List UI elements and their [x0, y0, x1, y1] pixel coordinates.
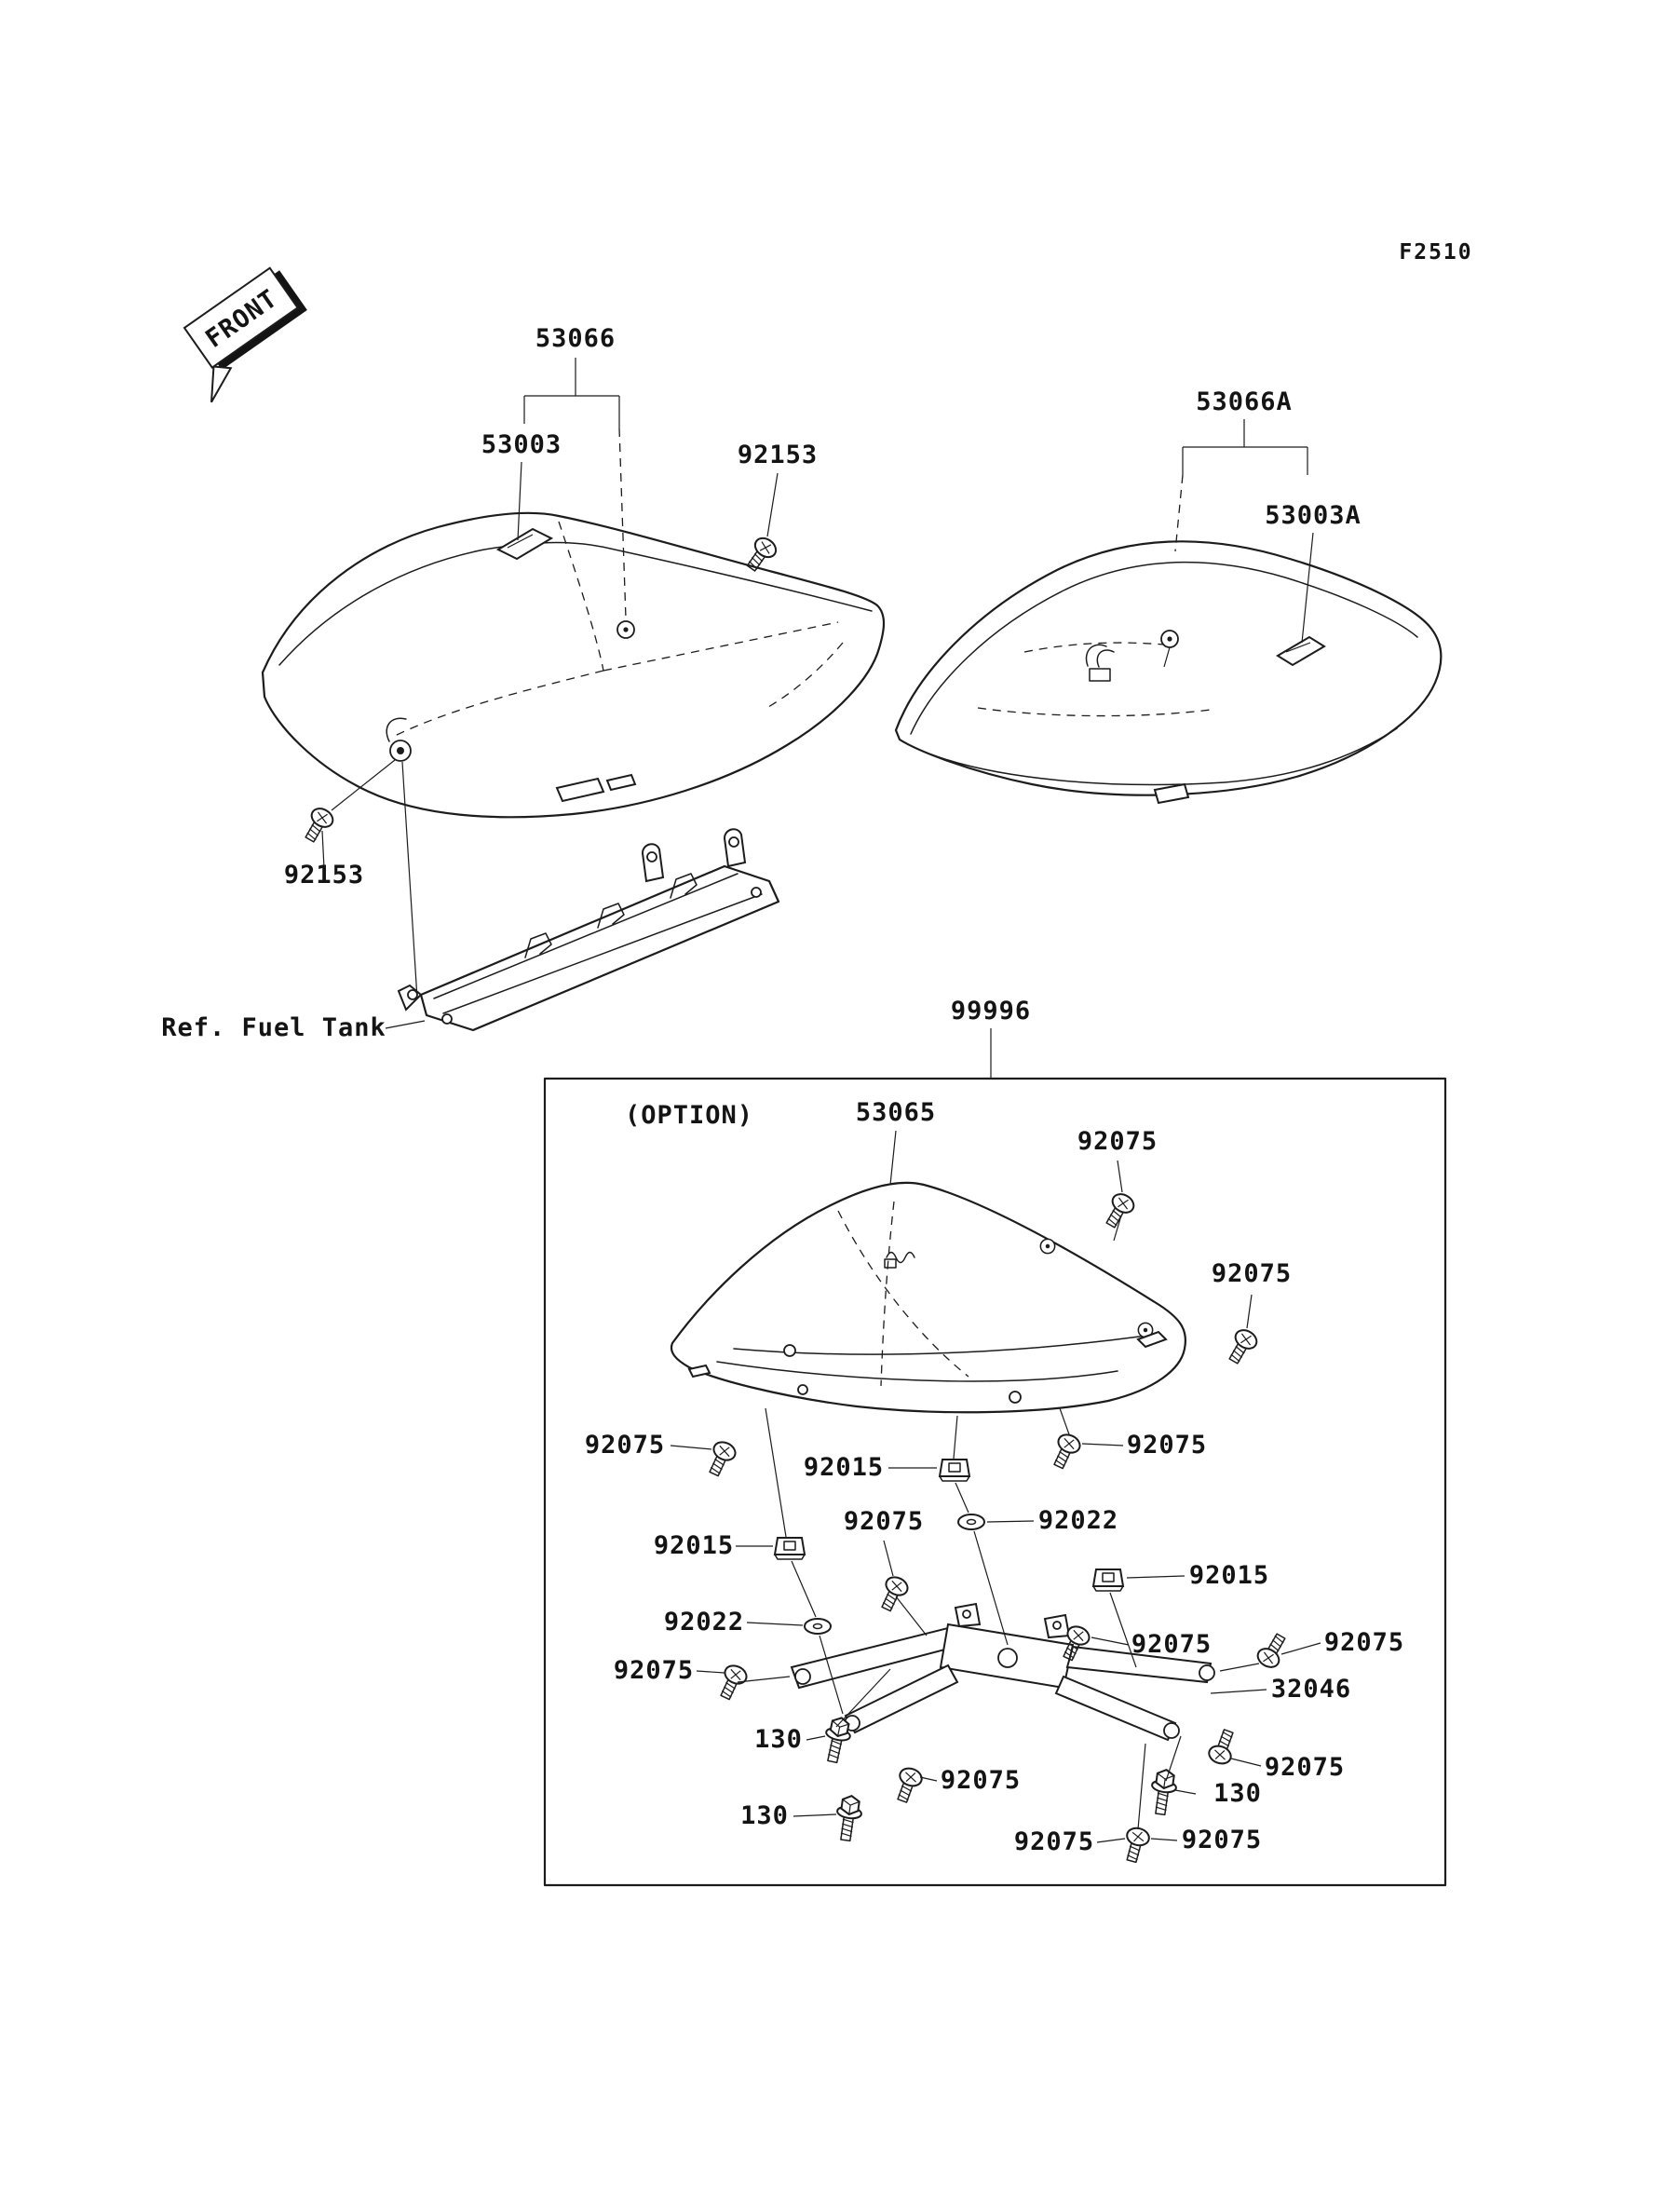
part-label-92022-2: 92022 — [664, 1608, 744, 1636]
part-label-92075-9: 92075 — [941, 1766, 1021, 1795]
part-label-130-1: 130 — [754, 1725, 803, 1754]
part-label-92075-12: 92075 — [1182, 1826, 1262, 1854]
screw-icon — [890, 1764, 926, 1806]
part-label-92015-1: 92015 — [804, 1453, 884, 1482]
option-group-box — [543, 1077, 1447, 1887]
part-label-92075-10: 92075 — [1265, 1753, 1345, 1782]
part-label-53066a: 53066A — [1196, 387, 1293, 416]
front-arrow-icon — [210, 365, 233, 403]
part-label-92075-2: 92075 — [1212, 1259, 1292, 1288]
part-label-92075-3: 92075 — [585, 1431, 665, 1460]
part-label-92075-1: 92075 — [1077, 1127, 1158, 1156]
part-label-92153-1: 92153 — [738, 441, 818, 469]
seat-hook-detail — [1276, 635, 1326, 667]
part-label-92075-6: 92075 — [1131, 1630, 1212, 1659]
seat-hook-detail — [495, 527, 554, 561]
option-label: (OPTION) — [625, 1101, 753, 1130]
option-seat-drawing — [670, 1181, 1186, 1414]
part-label-53003a: 53003A — [1265, 501, 1362, 530]
grommet-icon — [1160, 630, 1179, 648]
washer-icon — [804, 1618, 832, 1635]
screw-icon — [1223, 1325, 1261, 1368]
bolt-icon — [1146, 1767, 1180, 1817]
front-badge-box — [183, 266, 299, 369]
rack-bracket-drawing — [790, 1602, 1215, 1742]
grommet-icon — [616, 620, 635, 639]
figure-code: F2510 — [1399, 240, 1472, 265]
part-label-92015-2: 92015 — [654, 1531, 734, 1560]
bolt-icon — [832, 1793, 865, 1843]
part-label-92075-4: 92075 — [1127, 1431, 1207, 1460]
ref-fuel-tank-label: Ref. Fuel Tank — [161, 1013, 386, 1042]
part-label-92075-11: 92075 — [1014, 1827, 1094, 1856]
part-label-92022-1: 92022 — [1038, 1506, 1118, 1535]
part-labels: 53066 53003 92153 53066A 53003A 92153 Re… — [161, 324, 1404, 1856]
part-label-53065: 53065 — [856, 1098, 936, 1127]
part-label-32046: 32046 — [1271, 1675, 1351, 1704]
screw-icon — [1119, 1825, 1152, 1866]
front-direction-badge: FRONT — [183, 266, 307, 403]
bolt-icon — [820, 1714, 855, 1766]
part-label-92153-2: 92153 — [284, 861, 364, 890]
clip-icon — [1092, 1569, 1124, 1592]
part-label-92015-3: 92015 — [1189, 1561, 1269, 1590]
grommet-icon — [1039, 1238, 1056, 1255]
clip-icon — [774, 1537, 806, 1560]
part-label-130-2: 130 — [1213, 1779, 1262, 1808]
leader-lines — [321, 358, 1321, 1843]
seat-cowl-drawing — [894, 540, 1443, 805]
washer-icon — [957, 1514, 985, 1530]
screw-icon — [1205, 1726, 1240, 1768]
clip-icon — [939, 1459, 970, 1482]
dual-seat-drawing — [261, 511, 886, 999]
screw-icon — [702, 1437, 739, 1480]
screw-icon — [1047, 1430, 1084, 1473]
part-label-92075-5: 92075 — [844, 1507, 924, 1536]
part-label-53003: 53003 — [481, 430, 562, 459]
screw-icon — [713, 1661, 751, 1704]
part-label-130-3: 130 — [740, 1801, 789, 1830]
part-label-99996: 99996 — [951, 997, 1031, 1025]
part-label-53066: 53066 — [535, 324, 616, 353]
screw-icon — [1253, 1629, 1292, 1672]
part-label-92075-7: 92075 — [1324, 1628, 1404, 1657]
fuel-tank-bracket-drawing — [397, 828, 780, 1032]
part-label-92075-8: 92075 — [614, 1656, 694, 1685]
screw-icon — [299, 804, 337, 847]
